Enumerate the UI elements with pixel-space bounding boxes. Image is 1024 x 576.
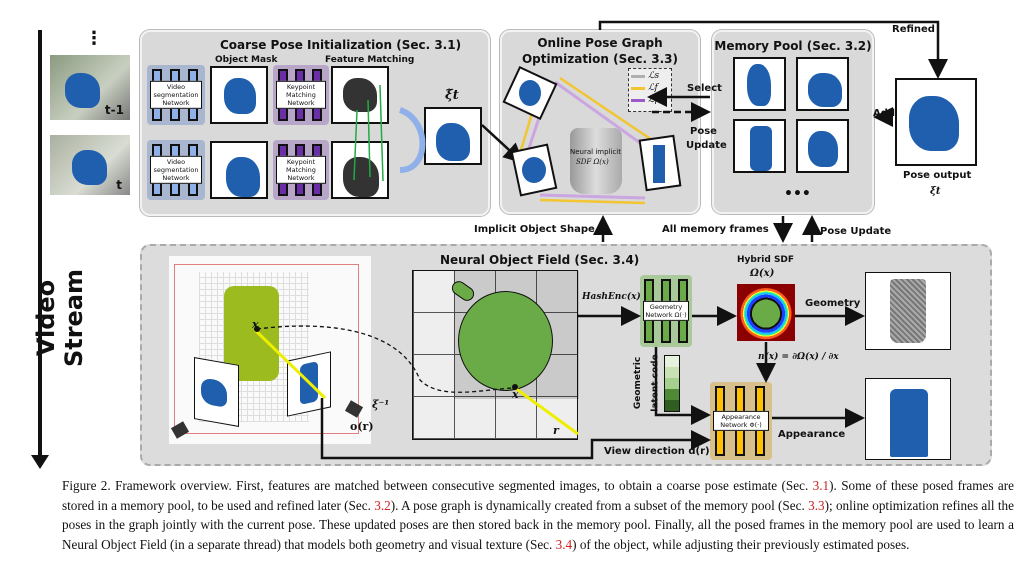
keypoint-network-1: Keypoint Matching Network <box>273 65 329 125</box>
omega-label: Ω(x) <box>750 268 775 279</box>
xi-inverse-label: ξ⁻¹ <box>372 398 390 411</box>
feature-matching-label: Feature Matching <box>325 55 415 65</box>
appearance-render-image <box>865 378 951 460</box>
memory-frame <box>733 119 786 173</box>
object-shape <box>458 291 553 391</box>
section-ref[interactable]: 3.1 <box>812 478 830 493</box>
sdf-visualization <box>737 284 795 341</box>
hash-grid <box>412 270 579 440</box>
normal-equation: n(x) = ∂Ω(x) / ∂x <box>758 352 839 362</box>
geometry-label: Geometry <box>805 298 861 309</box>
all-memory-label: All memory frames <box>662 224 769 235</box>
implicit-shape-label: Implicit Object Shape <box>474 224 595 235</box>
legend-swatch <box>631 86 645 90</box>
coarse-pose-image <box>424 107 482 165</box>
legend-swatch <box>631 98 645 102</box>
point-x-label: x <box>252 318 259 331</box>
pose-graph-title-1: Online Pose Graph <box>537 36 663 50</box>
frame-dots: ⋮ <box>85 28 103 49</box>
pose-graph-title-2: Optimization (Sec. 3.3) <box>521 52 678 66</box>
memory-frame <box>796 119 849 173</box>
neural-sdf-mug <box>570 128 622 194</box>
pose-output-label: Pose output <box>903 170 972 181</box>
refined-label: Refined <box>892 24 935 35</box>
coarse-pose-symbol: ξ̃t <box>445 88 459 103</box>
pose-update-link-label: Pose Update <box>820 226 892 237</box>
sample-x-label: x <box>512 388 519 401</box>
pose-update-label-2: Update <box>686 140 727 151</box>
view-direction-label: View direction d(r) <box>604 446 710 457</box>
object-mask-2 <box>210 141 268 199</box>
geometry-network: Geometry Network Ω(·) <box>640 275 692 347</box>
hashenc-label: HashEnc(x) <box>582 292 641 302</box>
pose-update-label-1: Pose <box>690 126 717 137</box>
origin-label: o(r) <box>350 420 374 433</box>
frame-label: t <box>116 178 122 192</box>
video-stream-arrowhead <box>31 455 49 469</box>
pose-output-image <box>895 78 977 166</box>
neural-sdf-label-2: SDF Ω(x) <box>576 158 609 166</box>
memory-frame <box>733 57 786 111</box>
object-mask-1 <box>210 66 268 124</box>
appearance-network: Appearance Network Φ(·) <box>710 382 772 460</box>
section-ref[interactable]: 3.3 <box>808 497 825 513</box>
memory-ellipsis: ••• <box>784 186 811 202</box>
keypoint-network-2: Keypoint Matching Network <box>273 140 329 200</box>
object-mask-label: Object Mask <box>215 55 278 65</box>
latent-code-bar <box>664 355 680 412</box>
geometry-mesh-image <box>865 272 951 350</box>
coarse-pose-title: Coarse Pose Initialization (Sec. 3.1) <box>220 38 462 52</box>
frame-t: t <box>50 135 130 195</box>
feature-image-1 <box>331 66 389 124</box>
ray-r-label: r <box>553 424 559 437</box>
video-stream-arrow <box>38 30 42 460</box>
frame-t-minus-1: t-1 <box>50 55 130 120</box>
section-ref[interactable]: 3.4 <box>555 536 573 552</box>
hybrid-sdf-label: Hybrid SDF <box>737 255 795 265</box>
section-ref[interactable]: 3.2 <box>374 497 391 513</box>
select-label: Select <box>687 83 722 94</box>
video-seg-network-2: Video segmentation Network <box>147 140 205 200</box>
pose-graph-nodes <box>502 65 682 197</box>
appearance-label: Appearance <box>778 429 846 440</box>
frame-label: t-1 <box>104 103 124 117</box>
memory-frame <box>796 57 849 111</box>
scene-3d-image <box>168 255 372 445</box>
pose-output-symbol: ξt <box>930 186 941 197</box>
video-seg-network-1: Video segmentation Network <box>147 65 205 125</box>
legend-swatch <box>631 74 645 78</box>
memory-pool-title: Memory Pool (Sec. 3.2) <box>714 39 872 53</box>
neural-sdf-label-1: Neural implicit <box>570 148 621 156</box>
feature-image-2 <box>331 141 389 199</box>
figure-caption: Figure 2. Framework overview. First, fea… <box>62 478 1014 552</box>
